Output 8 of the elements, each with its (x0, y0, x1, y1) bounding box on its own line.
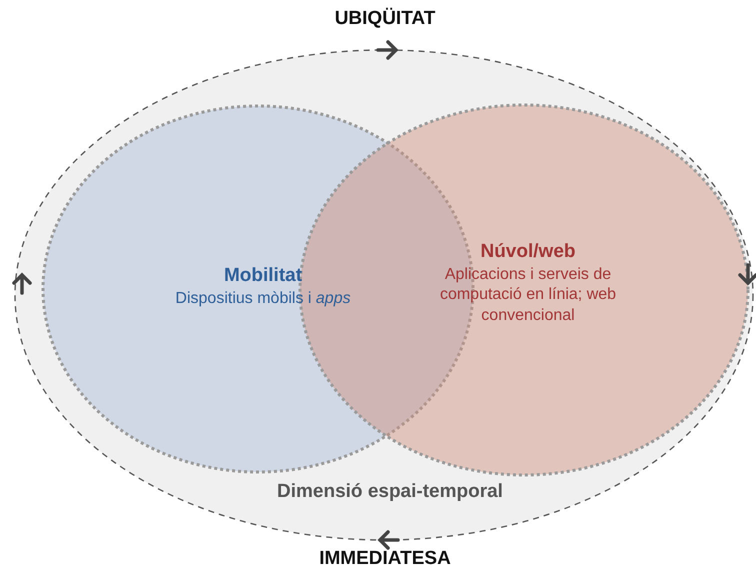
region-description: Aplicacions i serveis de computació en línia; web convencional (438, 264, 618, 326)
region-description: Dispositius mòbils i apps (175, 288, 351, 309)
axis-label: IMMEDIATESA (319, 548, 451, 570)
region-title: Dimensió espai-temporal (277, 480, 503, 504)
region-title: Mobilitat (224, 264, 302, 288)
region-title: Núvol/web (480, 240, 576, 264)
axis-label: UBIQÜITAT (334, 8, 436, 30)
oval-region (15, 50, 753, 540)
